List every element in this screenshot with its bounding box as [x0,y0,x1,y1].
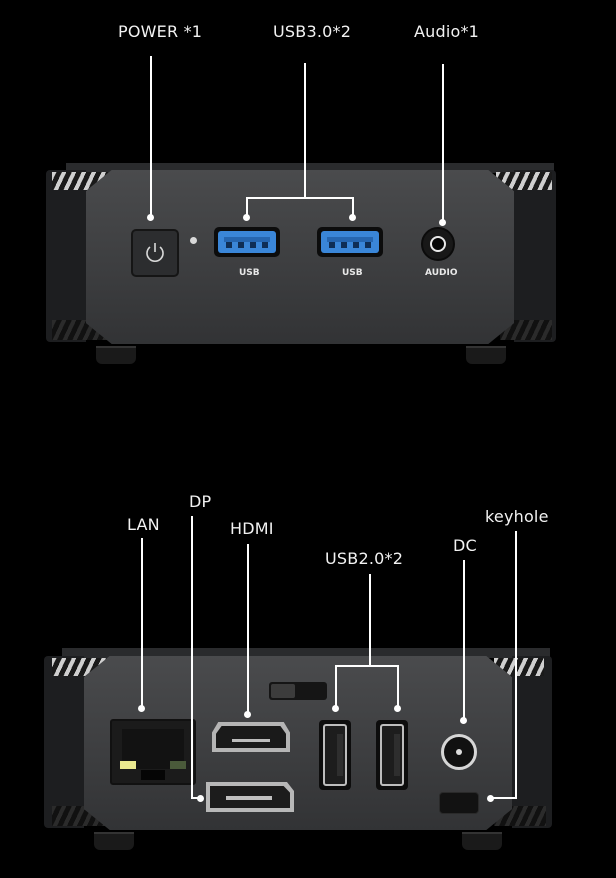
usb3-port-left[interactable] [214,227,280,257]
foot-left-rear [94,832,134,850]
leader-power [150,56,152,216]
leader-usb30-bracket [246,197,354,199]
leader-audio [442,64,444,220]
lan-port[interactable] [110,719,196,785]
leader-keyhole-hook [491,797,517,799]
vent-top-right-rear [494,658,544,676]
leader-dot-dc [460,717,467,724]
leader-dot-usb-left [243,214,250,221]
callout-dc: DC [453,536,477,555]
chassis-top-rear [62,648,550,658]
leader-lan [141,538,143,706]
leader-usb30-left [246,197,248,215]
leader-dot-dp [197,795,204,802]
chassis-right-side [514,170,556,342]
leader-dp-hook [191,797,199,799]
kensington-keyhole[interactable] [439,792,479,814]
leader-dot-usb20-left [332,705,339,712]
leader-dc [463,560,465,718]
chassis-left-side [46,170,86,342]
callout-usb30: USB3.0*2 [273,22,352,41]
leader-keyhole [515,531,517,799]
leader-dot-keyhole [487,795,494,802]
foot-right [466,346,506,364]
foot-left [96,346,136,364]
usb-caption-right: USB [342,268,363,278]
leader-hdmi [247,544,249,712]
slide-switch[interactable] [269,682,327,700]
leader-usb20 [369,574,371,666]
callout-audio: Audio*1 [414,22,480,41]
leader-dp [191,516,193,798]
callout-keyhole: keyhole [485,507,549,526]
power-led [190,237,197,244]
callout-power: POWER *1 [118,22,203,41]
leader-dot-power [147,214,154,221]
front-panel: POWER *1 USB3.0*2 Audio*1 USB USB AUDIO [0,0,616,400]
vent-bottom-right [500,320,552,340]
leader-dot-hdmi [244,711,251,718]
chassis-left-side-rear [44,656,84,828]
audio-caption: AUDIO [425,268,458,278]
leader-dot-lan [138,705,145,712]
leader-usb20-left [335,665,337,707]
leader-dot-usb-right [349,214,356,221]
leader-usb20-bracket [335,665,399,667]
dc-power-jack[interactable] [441,734,477,770]
displayport-port[interactable] [206,782,294,812]
power-button[interactable] [131,229,179,277]
callout-lan: LAN [127,515,160,534]
leader-usb30-right [352,197,354,215]
leader-usb30 [304,63,306,199]
foot-right-rear [462,832,502,850]
power-icon [146,243,164,262]
chassis-right-side-rear [512,656,552,828]
usb2-port-left[interactable] [319,720,351,790]
chassis-top [66,163,554,173]
leader-usb20-right [397,665,399,707]
vent-top-right [496,172,552,190]
callout-hdmi: HDMI [230,519,274,538]
usb3-port-right[interactable] [317,227,383,257]
callout-usb20: USB2.0*2 [325,549,404,568]
audio-jack[interactable] [421,227,455,261]
hdmi-port[interactable] [212,722,290,752]
callout-dp: DP [189,492,212,511]
usb2-port-right[interactable] [376,720,408,790]
leader-dot-audio [439,219,446,226]
usb-caption-left: USB [239,268,260,278]
leader-dot-usb20-right [394,705,401,712]
